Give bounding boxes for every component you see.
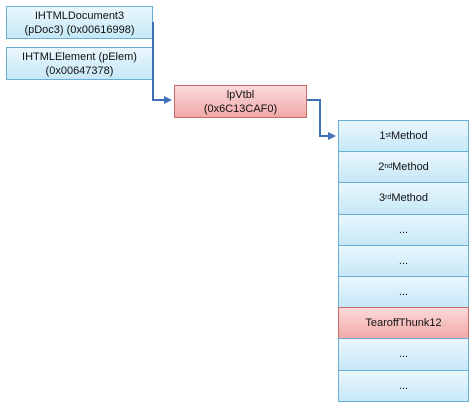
- vtable-entry: ...: [338, 369, 469, 402]
- lpvtbl-to-vtable-arrow: [307, 99, 336, 140]
- ihtmldocument3-name: IHTMLDocument3: [34, 9, 125, 22]
- vtable-entry: ...: [338, 244, 469, 277]
- entry-number: 3: [378, 192, 386, 205]
- entry-label: ...: [398, 223, 409, 236]
- entry-label: ...: [398, 348, 409, 361]
- entry-label: ...: [398, 254, 409, 267]
- ihtmlelement-name: IHTMLElement (pElem): [22, 50, 137, 63]
- lpvtbl-label: lpVtbl: [226, 88, 255, 101]
- lpvtbl-box: lpVtbl (0x6C13CAF0): [174, 85, 307, 118]
- ihtmlelement-pointer: (0x00647378): [45, 64, 114, 77]
- vtable-entry-tearoffthunk12: TearoffThunk12: [338, 307, 469, 340]
- entry-label: Method: [391, 192, 429, 205]
- entry-label: ...: [398, 379, 409, 392]
- ihtmldocument3-pointer: (pDoc3) (0x00616998): [24, 23, 135, 36]
- entry-label: Method: [392, 161, 429, 174]
- ihtmlelement-box: IHTMLElement (pElem) (0x00647378): [6, 47, 153, 80]
- entry-label: ...: [398, 286, 409, 299]
- lpvtbl-address: (0x6C13CAF0): [203, 102, 278, 115]
- entry-number: 2: [378, 161, 385, 174]
- entry-label: TearoffThunk12: [365, 317, 442, 330]
- ihtmldocument3-box: IHTMLDocument3 (pDoc3) (0x00616998): [6, 6, 153, 39]
- vtable-entry: ...: [338, 275, 469, 309]
- entry-number: 1: [379, 130, 386, 143]
- entry-label: Method: [390, 130, 428, 143]
- doc3-to-lpvtbl-arrow: [152, 22, 172, 104]
- vtable-entry: ...: [338, 338, 469, 371]
- vtable-entry: ...: [338, 213, 469, 246]
